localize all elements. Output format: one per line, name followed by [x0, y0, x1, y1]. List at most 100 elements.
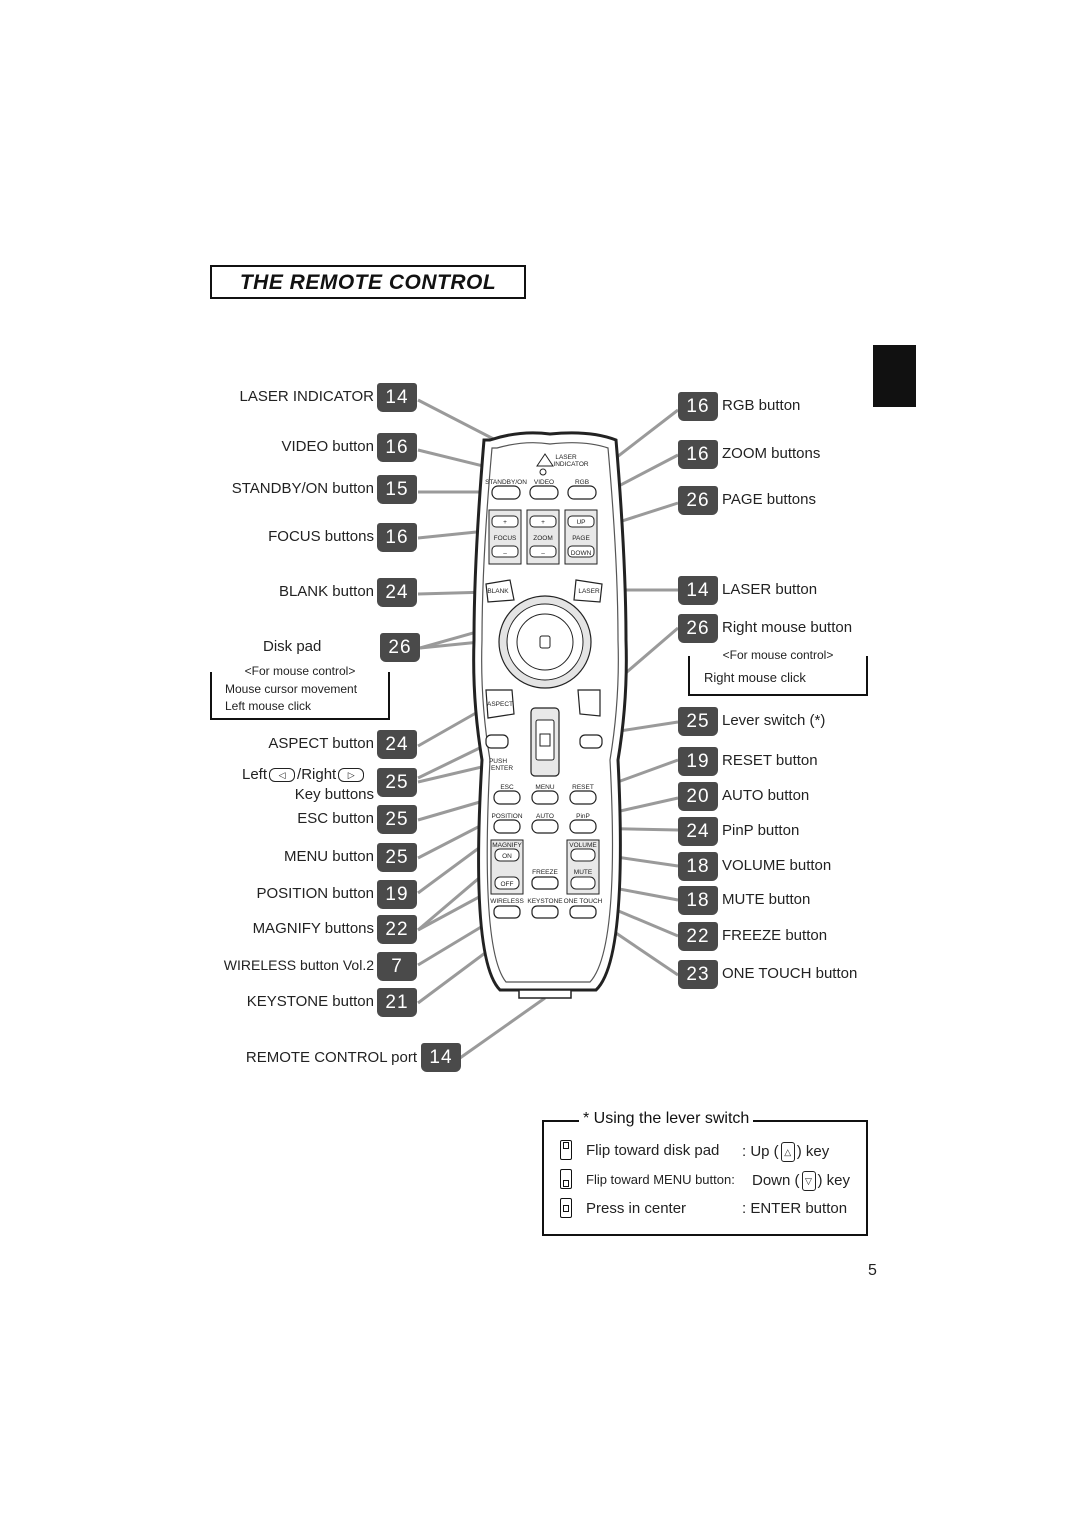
- page-ref-esc-button: 25: [377, 805, 417, 834]
- page-ref-focus-buttons: 16: [377, 523, 417, 552]
- rc-up-label: UP: [576, 519, 585, 526]
- label-pinp-button: PinP button: [722, 822, 800, 839]
- page-ref-standby-button: 15: [377, 475, 417, 504]
- label-lever-switch: Lever switch (*): [722, 712, 826, 729]
- label-freeze-button: FREEZE button: [722, 927, 828, 944]
- lever-switch-title: * Using the lever switch: [579, 1110, 754, 1128]
- page-ref-remote-control-port: 14: [421, 1043, 461, 1072]
- right-mouse-note-line1: Right mouse click: [704, 670, 806, 685]
- lever-row1-left: Flip toward disk pad: [586, 1142, 720, 1159]
- label-menu-button: MENU button: [283, 848, 374, 865]
- label-laser-indicator: LASER INDICATOR: [239, 388, 374, 405]
- rc-video-label: VIDEO: [534, 479, 554, 486]
- label-wireless-button: WIRELESS button Vol.2: [223, 957, 374, 973]
- lever-center-icon: [560, 1198, 572, 1218]
- page-ref-right-mouse-button: 26: [678, 614, 718, 643]
- label-keystone-button: KEYSTONE button: [246, 993, 374, 1010]
- lever-row3-left: Press in center: [586, 1200, 687, 1217]
- page-ref-key-buttons: 25: [377, 768, 417, 797]
- page-ref-laser-button: 14: [678, 576, 718, 605]
- rc-auto-label: AUTO: [536, 813, 554, 820]
- rc-focus-label: FOCUS: [494, 535, 517, 542]
- rc-focus-plus: +: [503, 519, 507, 526]
- lever-row3-right: : ENTER button: [742, 1200, 848, 1217]
- label-left-right-keys: Left◁/Right▷: [242, 766, 366, 783]
- disk-note-box: [210, 672, 390, 720]
- page-ref-disk-pad: 26: [380, 633, 420, 662]
- label-key-buttons: Key buttons: [294, 786, 374, 803]
- page-title: THE REMOTE CONTROL: [239, 271, 497, 294]
- left-key-icon: ◁: [269, 768, 296, 783]
- rc-push-label: PUSH: [489, 758, 507, 765]
- lever-up-icon: [560, 1140, 572, 1160]
- rc-one-touch-label: ONE TOUCH: [564, 898, 603, 905]
- rc-focus-minus: –: [503, 550, 507, 557]
- page-ref-rgb-button: 16: [678, 392, 718, 421]
- label-focus-buttons: FOCUS buttons: [268, 528, 374, 545]
- label-esc-button: ESC button: [297, 810, 374, 827]
- label-video-button: VIDEO button: [281, 438, 374, 455]
- rc-pinp-label: PinP: [576, 813, 590, 820]
- lever-row2-left: Flip toward MENU button:: [586, 1172, 735, 1187]
- label-one-touch-button: ONE TOUCH button: [722, 965, 858, 982]
- rc-blank-label: BLANK: [487, 588, 509, 595]
- rc-laser-label: LASER: [578, 588, 600, 595]
- page-ref-zoom-buttons: 16: [678, 440, 718, 469]
- rc-magnify-label: MAGNIFY: [492, 842, 522, 849]
- page-ref-blank-button: 24: [377, 578, 417, 607]
- rc-off-label: OFF: [501, 881, 514, 888]
- rc-rgb-label: RGB: [575, 479, 589, 486]
- rc-volume-label: VOLUME: [569, 842, 597, 849]
- rc-wireless-label: WIRELESS: [490, 898, 524, 905]
- page-ref-laser-indicator: 14: [377, 383, 417, 412]
- rc-down-label: DOWN: [571, 550, 592, 557]
- page-ref-page-buttons: 26: [678, 486, 718, 515]
- page-ref-lever-switch: 25: [678, 707, 718, 736]
- label-volume-button: VOLUME button: [722, 857, 832, 874]
- lever-row2-right: Down (▽) key: [752, 1171, 850, 1191]
- label-laser-button: LASER button: [722, 581, 818, 598]
- label-zoom-buttons: ZOOM buttons: [722, 445, 821, 462]
- page-ref-video-button: 16: [377, 433, 417, 462]
- disk-note-line1: Mouse cursor movement: [225, 682, 358, 696]
- page-ref-one-touch-button: 23: [678, 960, 718, 989]
- down-key-icon: ▽: [801, 1171, 816, 1191]
- page-ref-pinp-button: 24: [678, 817, 718, 846]
- disk-note-line2: Left mouse click: [225, 699, 312, 713]
- label-remote-control-port: REMOTE CONTROL port: [245, 1049, 417, 1066]
- label-aspect-button: ASPECT button: [268, 735, 374, 752]
- page-ref-position-button: 19: [377, 880, 417, 909]
- rc-aspect-label: ASPECT: [487, 701, 513, 708]
- lever-row1-right: : Up (△) key: [742, 1142, 829, 1162]
- page-ref-keystone-button: 21: [377, 988, 417, 1017]
- rc-position-label: POSITION: [491, 813, 522, 820]
- rc-enter-label: ENTER: [491, 765, 513, 772]
- label-disk-pad: Disk pad: [263, 638, 322, 655]
- label-position-button: POSITION button: [256, 885, 374, 902]
- rc-zoom-label: ZOOM: [533, 535, 553, 542]
- lever-switch-box: [542, 1120, 868, 1236]
- label-mute-button: MUTE button: [722, 891, 811, 908]
- page-ref-menu-button: 25: [377, 843, 417, 872]
- label-standby-button: STANDBY/ON button: [231, 480, 374, 497]
- label-rgb-button: RGB button: [722, 397, 801, 414]
- remote-body: LASER INDICATOR STANDBY/ON VIDEO RGB + +…: [472, 431, 628, 999]
- label-right-mouse-button: Right mouse button: [722, 619, 853, 636]
- rc-laser-indicator-label: LASER: [555, 454, 577, 461]
- rc-esc-label: ESC: [500, 784, 514, 791]
- page-ref-aspect-button: 24: [377, 730, 417, 759]
- rc-zoom-minus: –: [541, 550, 545, 557]
- rc-reset-label: RESET: [572, 784, 594, 791]
- title-box: THE REMOTE CONTROL: [210, 265, 526, 299]
- rc-zoom-plus: +: [541, 519, 545, 526]
- rc-mute-label: MUTE: [574, 869, 593, 876]
- page-ref-auto-button: 20: [678, 782, 718, 811]
- right-mouse-note-box: [688, 656, 868, 696]
- rc-freeze-label: FREEZE: [532, 869, 558, 876]
- right-mouse-note-header: <For mouse control>: [688, 647, 868, 664]
- rc-standby-label: STANDBY/ON: [485, 479, 527, 486]
- section-tab: [873, 345, 916, 407]
- page-ref-freeze-button: 22: [678, 922, 718, 951]
- page-ref-reset-button: 19: [678, 747, 718, 776]
